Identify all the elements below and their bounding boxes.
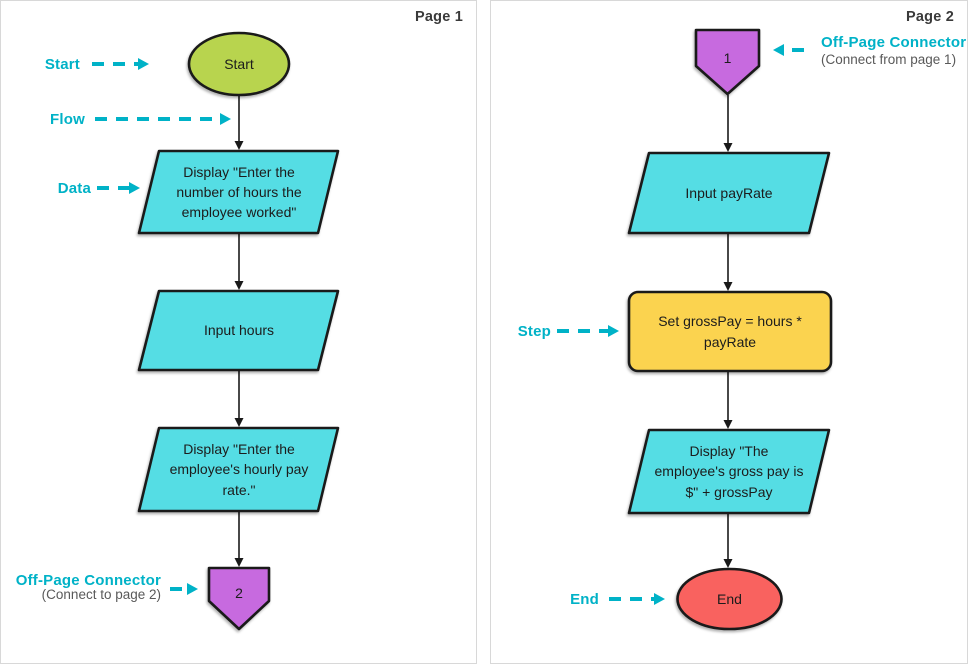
page-2-diagram	[557, 28, 833, 631]
input-hours-label: Input hours	[203, 322, 275, 339]
display-rate-parallelogram	[137, 426, 340, 513]
start-terminal-shape	[187, 31, 291, 97]
start-terminal-label: Start	[224, 55, 254, 72]
page-1-diagram	[92, 31, 340, 631]
page-2-title: Page 2	[906, 9, 954, 25]
annotation-offpage-subtext: (Connect to page 2)	[41, 587, 161, 602]
page-1-annotation-arrows	[92, 58, 231, 595]
annotation-flow: Flow	[50, 111, 85, 128]
end-terminal-shape	[676, 567, 783, 631]
step-process-label: Set grossPay = hours * payRate	[658, 313, 802, 350]
annotation-end: End	[570, 591, 599, 608]
page-2-annotation-arrows	[557, 44, 804, 605]
annotation-step: Step	[517, 323, 551, 340]
display-rate-label: Display "Enter the employee's hourly pay…	[169, 441, 309, 498]
offpage-connector-2-pentagon	[207, 566, 271, 631]
display-gross-label: Display "The employee's gross pay is $" …	[654, 443, 804, 500]
annotation-offpage-title: Off-Page Connector	[15, 572, 161, 589]
page-1-shapes	[137, 31, 340, 631]
input-payrate-parallelogram	[627, 151, 831, 235]
offpage-connector-1-pentagon	[694, 28, 761, 96]
annotation-data: Data	[57, 180, 91, 197]
page-2-shapes	[627, 28, 833, 631]
step-process-rectangle	[627, 290, 833, 373]
display-gross-parallelogram	[627, 428, 831, 515]
page-1-panel: Page 1	[0, 0, 477, 664]
end-terminal-label: End	[717, 590, 742, 607]
display-hours-parallelogram	[137, 149, 340, 235]
annotation-start: Start	[44, 56, 80, 73]
display-hours-label: Display "Enter the number of hours the e…	[176, 163, 302, 220]
input-payrate-label: Input payRate	[685, 184, 773, 201]
page-2-panel: Page 2	[490, 0, 968, 664]
annotation-offpage-title: Off-Page Connector	[821, 34, 967, 51]
offpage-connector-2-label: 2	[235, 584, 243, 601]
offpage-connector-1-label: 1	[723, 49, 732, 66]
input-hours-parallelogram	[137, 289, 340, 372]
annotation-offpage-subtext: (Connect from page 1)	[821, 52, 957, 67]
page-1-title: Page 1	[415, 9, 463, 25]
